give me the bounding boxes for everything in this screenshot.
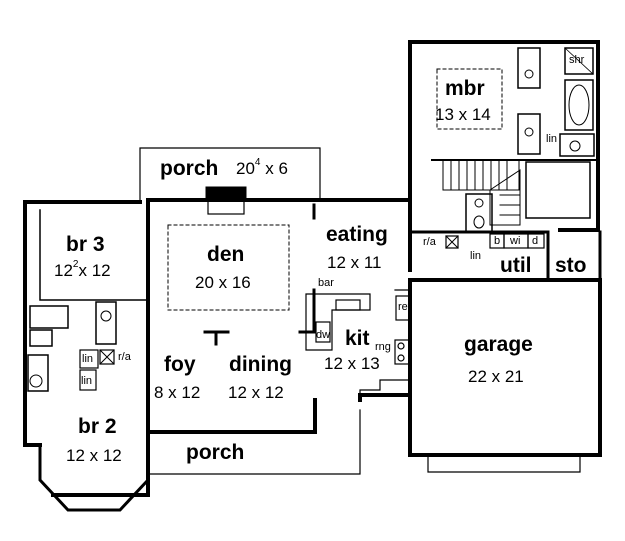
br2-dims: 12 x 12	[66, 446, 122, 465]
mbr-label: mbr	[445, 77, 485, 100]
return-air-right	[445, 235, 459, 249]
dryer	[527, 233, 545, 249]
bathtub-basin	[568, 84, 590, 126]
den-label: den	[207, 243, 245, 266]
lin-b-label: lin	[81, 375, 93, 387]
foy-dims: 8 x 12	[154, 383, 201, 402]
fireplace	[205, 186, 247, 201]
stairs	[442, 159, 521, 226]
lin-util-label: lin	[470, 250, 482, 262]
hearth	[207, 199, 245, 215]
bath2-sink-basin	[29, 374, 43, 388]
shr-label: shr	[569, 54, 585, 66]
dining-walls	[146, 330, 316, 434]
master-linen	[559, 133, 595, 157]
bar-label: bar	[318, 277, 334, 289]
br3-label: br 3	[66, 233, 105, 256]
den-dims: 20 x 16	[195, 273, 251, 292]
br3-closet-wall	[39, 209, 149, 301]
closet-fixture-1	[524, 69, 534, 79]
master-closet-left	[517, 47, 541, 89]
den-dashed-area	[167, 224, 290, 311]
bath2-sink	[27, 354, 49, 392]
mbr-dashed-area	[436, 68, 503, 130]
br2-label: br 2	[78, 415, 117, 438]
bath-toilet-left	[29, 329, 53, 347]
util-label: util	[500, 254, 532, 277]
hall-bath-sink	[474, 198, 484, 208]
master-toilet	[569, 140, 581, 152]
d-label: d	[532, 235, 539, 247]
lin-mbr-label: lin	[546, 133, 558, 145]
dw-label: dw	[316, 329, 331, 341]
garage-label: garage	[464, 333, 533, 356]
dining-dims: 12 x 12	[228, 383, 284, 402]
shower-line	[564, 47, 594, 75]
br3-dims: 122x 12	[54, 259, 111, 280]
eating-dims: 12 x 11	[327, 253, 382, 272]
kit-label: kit	[345, 327, 370, 350]
ra-left-label: r/a	[118, 351, 131, 363]
garage-door	[427, 454, 581, 473]
kitchen-counters	[305, 289, 411, 401]
b-label: b	[494, 235, 501, 247]
linen-closet-a	[79, 349, 99, 369]
eating-label: eating	[326, 223, 388, 246]
ref-label: ref	[398, 301, 411, 313]
bath-sink-left	[95, 301, 117, 345]
hall-bath	[465, 193, 493, 233]
dining-label: dining	[229, 353, 292, 376]
master-hall-closet	[525, 161, 591, 219]
return-air-left	[99, 349, 115, 365]
closet-fixture-2	[524, 127, 534, 137]
master-suite-walls	[408, 40, 600, 232]
bathtub	[564, 79, 594, 131]
lin-a-label: lin	[82, 353, 94, 365]
foy-label: foy	[164, 353, 196, 376]
garage-dims: 22 x 21	[468, 367, 524, 386]
ra-right-label: r/a	[423, 236, 436, 248]
hall-bath-toilet	[473, 215, 485, 229]
sto-label: sto	[555, 254, 587, 277]
linen-closet-b	[79, 369, 97, 391]
porch-top-label: porch	[160, 157, 219, 180]
master-closet-right	[517, 113, 541, 155]
wi-label: wi	[510, 235, 521, 247]
return-air-right-x	[445, 235, 459, 249]
return-air-left-x	[99, 349, 115, 365]
front-porch-top	[139, 147, 321, 201]
porch-bottom-label: porch	[186, 441, 245, 464]
bath-tub-left	[29, 305, 69, 329]
mbr-dims: 13 x 14	[435, 105, 491, 124]
rng-label: rng	[375, 341, 391, 353]
shower	[564, 47, 594, 75]
porch-top-dims: 204 x 6	[236, 157, 288, 178]
bath-sink-left-basin	[100, 310, 112, 322]
kit-dims: 12 x 13	[324, 354, 380, 373]
front-porch-bottom	[147, 409, 361, 475]
br2-bay-window	[38, 443, 151, 512]
left-wing-walls	[23, 198, 150, 497]
